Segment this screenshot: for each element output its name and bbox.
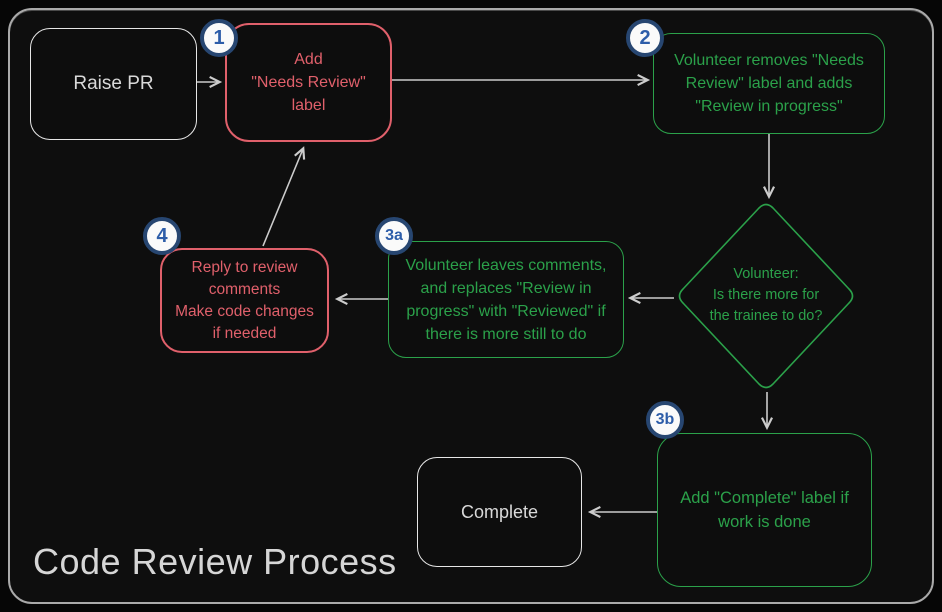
- step-badge-4: 4: [143, 217, 181, 255]
- step-badge-3a: 3a: [375, 217, 413, 255]
- node-complete: Complete: [417, 457, 582, 567]
- node-volunteer-leaves-comments: Volunteer leaves comments, and replaces …: [388, 241, 624, 358]
- node-complete-label: Complete: [460, 501, 539, 522]
- node-raise-pr: Raise PR: [30, 28, 197, 140]
- node-reply-to-review-comments: Reply to review comments Make code chang…: [160, 248, 329, 353]
- node-volunteer-leaves-comments-text: Volunteer leaves comments, and replaces …: [405, 256, 607, 343]
- node-reply-to-review-comments-text: Reply to review comments Make code chang…: [175, 258, 314, 342]
- node-add-complete-label: Add "Complete" label if work is done: [657, 433, 872, 587]
- step-badge-2: 2: [626, 19, 664, 57]
- node-decision-label: Volunteer: Is there more for the trainee…: [709, 266, 823, 324]
- node-raise-pr-label: Raise PR: [73, 73, 154, 94]
- node-volunteer-removes-label: Volunteer removes "Needs Review" label a…: [653, 33, 885, 134]
- node-volunteer-removes-label-text: Volunteer removes "Needs Review" label a…: [674, 52, 864, 115]
- page-title: Code Review Process: [33, 541, 397, 582]
- node-add-needs-review-label-text: Add "Needs Review" label: [251, 51, 366, 114]
- step-badge-1: 1: [200, 19, 238, 57]
- node-add-needs-review-label: Add "Needs Review" label: [225, 23, 392, 142]
- node-add-complete-label-text: Add "Complete" label if work is done: [680, 489, 849, 531]
- step-badge-3b: 3b: [646, 401, 684, 439]
